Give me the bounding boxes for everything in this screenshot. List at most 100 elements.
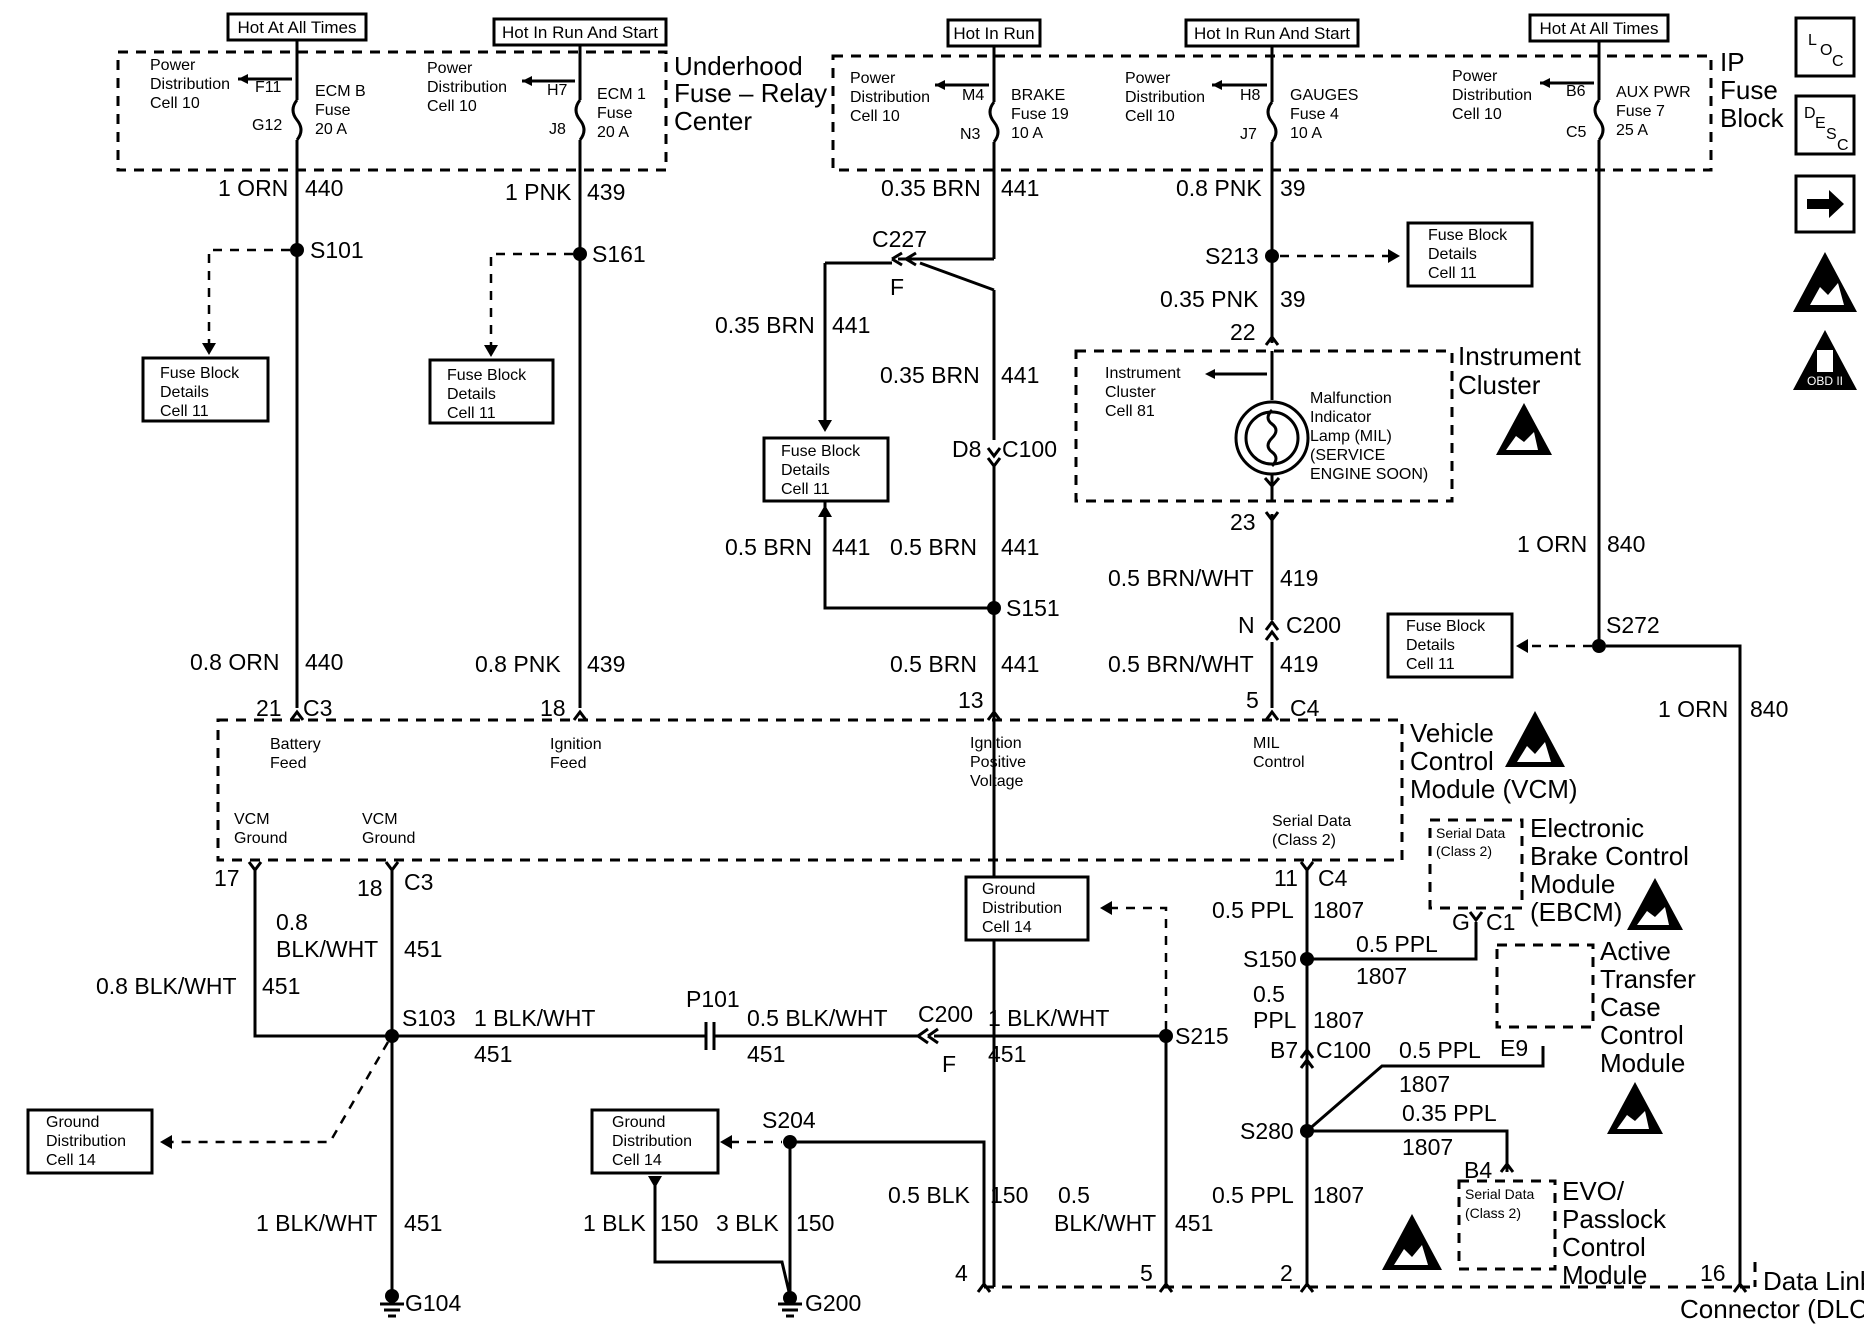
atcc-label: Active Transfer Case Control Module: [1600, 936, 1696, 1078]
svg-text:20 A: 20 A: [597, 124, 629, 141]
instrument-cluster-box: [1074, 349, 1454, 503]
svg-text:0.5: 0.5: [1058, 1182, 1090, 1208]
svg-text:Malfunction: Malfunction: [1310, 390, 1392, 407]
connector-p101: [704, 1022, 716, 1050]
svg-text:Ignition: Ignition: [550, 736, 602, 753]
svg-text:451: 451: [404, 1210, 442, 1236]
svg-text:Cell 10: Cell 10: [1125, 108, 1175, 125]
svg-text:441: 441: [1001, 362, 1039, 388]
splice-s204: S204: [762, 1107, 816, 1133]
svg-text:18: 18: [357, 875, 383, 901]
desc-icon[interactable]: D E S C: [1794, 94, 1856, 156]
svg-text:Distribution: Distribution: [427, 79, 507, 96]
svg-text:0.8 ORN: 0.8 ORN: [190, 649, 279, 675]
svg-text:Distribution: Distribution: [612, 1133, 692, 1150]
svg-text:Hot In Run And Start: Hot In Run And Start: [1194, 24, 1350, 43]
fuse-auxpwr: Power Distribution Cell 10 B6 C5 AUX PWR…: [1452, 41, 1691, 170]
svg-text:Distribution: Distribution: [1452, 87, 1532, 104]
svg-text:5: 5: [1246, 687, 1259, 713]
svg-text:B6: B6: [1566, 83, 1586, 100]
svg-text:Fuse Block: Fuse Block: [160, 365, 240, 382]
ref-fuse-block-details-2[interactable]: Fuse Block Details Cell 11: [428, 358, 555, 425]
svg-text:1807: 1807: [1402, 1134, 1453, 1160]
loc-icon[interactable]: L O C: [1794, 16, 1856, 78]
svg-text:0.35 PPL: 0.35 PPL: [1402, 1100, 1497, 1126]
svg-text:B7: B7: [1270, 1037, 1298, 1063]
fuse-ecmb: Power Distribution Cell 10 F11 G12 ECM B…: [150, 52, 366, 170]
svg-text:18: 18: [540, 695, 566, 721]
svg-text:Module (VCM): Module (VCM): [1410, 774, 1578, 804]
svg-text:VCM: VCM: [362, 811, 398, 828]
svg-text:Vehicle: Vehicle: [1410, 718, 1494, 748]
svg-text:21: 21: [256, 695, 282, 721]
ref-fuse-block-details-4[interactable]: Fuse Block Details Cell 11: [1406, 221, 1534, 288]
connector-c100: C100: [1002, 436, 1057, 462]
svg-text:Cluster: Cluster: [1105, 384, 1156, 401]
svg-text:1807: 1807: [1313, 897, 1364, 923]
evo-serial-data: Serial Data (Class 2): [1465, 1186, 1534, 1221]
svg-text:Positive: Positive: [970, 754, 1026, 771]
svg-text:OBD II: OBD II: [1807, 374, 1843, 388]
svg-text:(Class 2): (Class 2): [1436, 843, 1492, 859]
svg-text:20 A: 20 A: [315, 121, 347, 138]
svg-text:Cluster: Cluster: [1458, 370, 1541, 400]
svg-text:Ground: Ground: [362, 830, 415, 847]
svg-text:1 PNK: 1 PNK: [505, 179, 572, 205]
ref-fuse-block-details-3[interactable]: Fuse Block Details Cell 11: [762, 436, 890, 503]
svg-text:0.5 BRN/WHT: 0.5 BRN/WHT: [1108, 565, 1254, 591]
svg-text:Cell 11: Cell 11: [781, 481, 830, 498]
svg-text:25 A: 25 A: [1616, 122, 1648, 139]
svg-text:F: F: [890, 274, 904, 300]
evo-label: EVO/ Passlock Control Module: [1562, 1176, 1667, 1290]
svg-text:P101: P101: [686, 986, 740, 1012]
svg-text:0.5 BLK: 0.5 BLK: [888, 1182, 970, 1208]
svg-text:Cell 11: Cell 11: [447, 405, 496, 422]
svg-text:Distribution: Distribution: [150, 76, 230, 93]
splice-s213: S213: [1205, 243, 1259, 269]
svg-text:Cell 14: Cell 14: [46, 1152, 96, 1169]
obdii-icon: OBD II: [1793, 330, 1857, 390]
svg-text:Module: Module: [1530, 869, 1615, 899]
svg-text:O: O: [1820, 42, 1832, 59]
svg-text:Cell 10: Cell 10: [850, 108, 900, 125]
mil-label: Malfunction Indicator Lamp (MIL) (SERVIC…: [1310, 390, 1428, 483]
ref-ground-distribution-2[interactable]: Ground Distribution Cell 14: [26, 1108, 154, 1175]
svg-text:Cell 11: Cell 11: [160, 403, 209, 420]
svg-text:Control: Control: [1410, 746, 1494, 776]
arrow-right-icon[interactable]: [1794, 174, 1856, 234]
vcm-label: Vehicle Control Module (VCM): [1410, 718, 1578, 804]
svg-text:MIL: MIL: [1253, 735, 1280, 752]
svg-text:D8: D8: [952, 436, 981, 462]
svg-text:(SERVICE: (SERVICE: [1310, 447, 1385, 464]
splice-s103: S103: [402, 1005, 456, 1031]
svg-text:Ignition: Ignition: [970, 735, 1022, 752]
svg-text:Hot At All Times: Hot At All Times: [237, 18, 356, 37]
connector-c200: C200: [1286, 612, 1341, 638]
svg-text:Fuse Block: Fuse Block: [447, 367, 527, 384]
svg-text:Fuse 7: Fuse 7: [1616, 103, 1665, 120]
esd-warning-icon: [1496, 403, 1552, 455]
svg-text:Cell 10: Cell 10: [150, 95, 200, 112]
svg-text:441: 441: [832, 312, 870, 338]
svg-text:441: 441: [1001, 651, 1039, 677]
svg-text:Passlock: Passlock: [1562, 1204, 1667, 1234]
ref-fuse-block-details-5[interactable]: Fuse Block Details Cell 11: [1386, 612, 1514, 679]
svg-text:441: 441: [1001, 534, 1039, 560]
mil-lamp-icon: [1234, 400, 1310, 476]
ref-fuse-block-details-1[interactable]: Fuse Block Details Cell 11: [141, 356, 270, 423]
ref-ground-distribution-1[interactable]: Ground Distribution Cell 14: [964, 875, 1090, 942]
svg-text:Feed: Feed: [270, 755, 306, 772]
svg-text:ECM 1: ECM 1: [597, 86, 646, 103]
svg-text:Fuse Block: Fuse Block: [1406, 618, 1486, 635]
ebcm-label: Electronic Brake Control Module (EBCM): [1530, 813, 1689, 927]
svg-text:Active: Active: [1600, 936, 1671, 966]
vcm-pin-mil-control: MIL Control: [1253, 735, 1305, 771]
svg-text:Ground: Ground: [234, 830, 287, 847]
svg-text:Fuse: Fuse: [597, 105, 633, 122]
hot-label-ecm1: Hot In Run And Start: [492, 17, 668, 47]
svg-text:H8: H8: [1240, 87, 1261, 104]
svg-text:150: 150: [796, 1210, 834, 1236]
svg-text:(Class 2): (Class 2): [1465, 1205, 1521, 1221]
ref-ground-distribution-3[interactable]: Ground Distribution Cell 14: [590, 1108, 720, 1175]
